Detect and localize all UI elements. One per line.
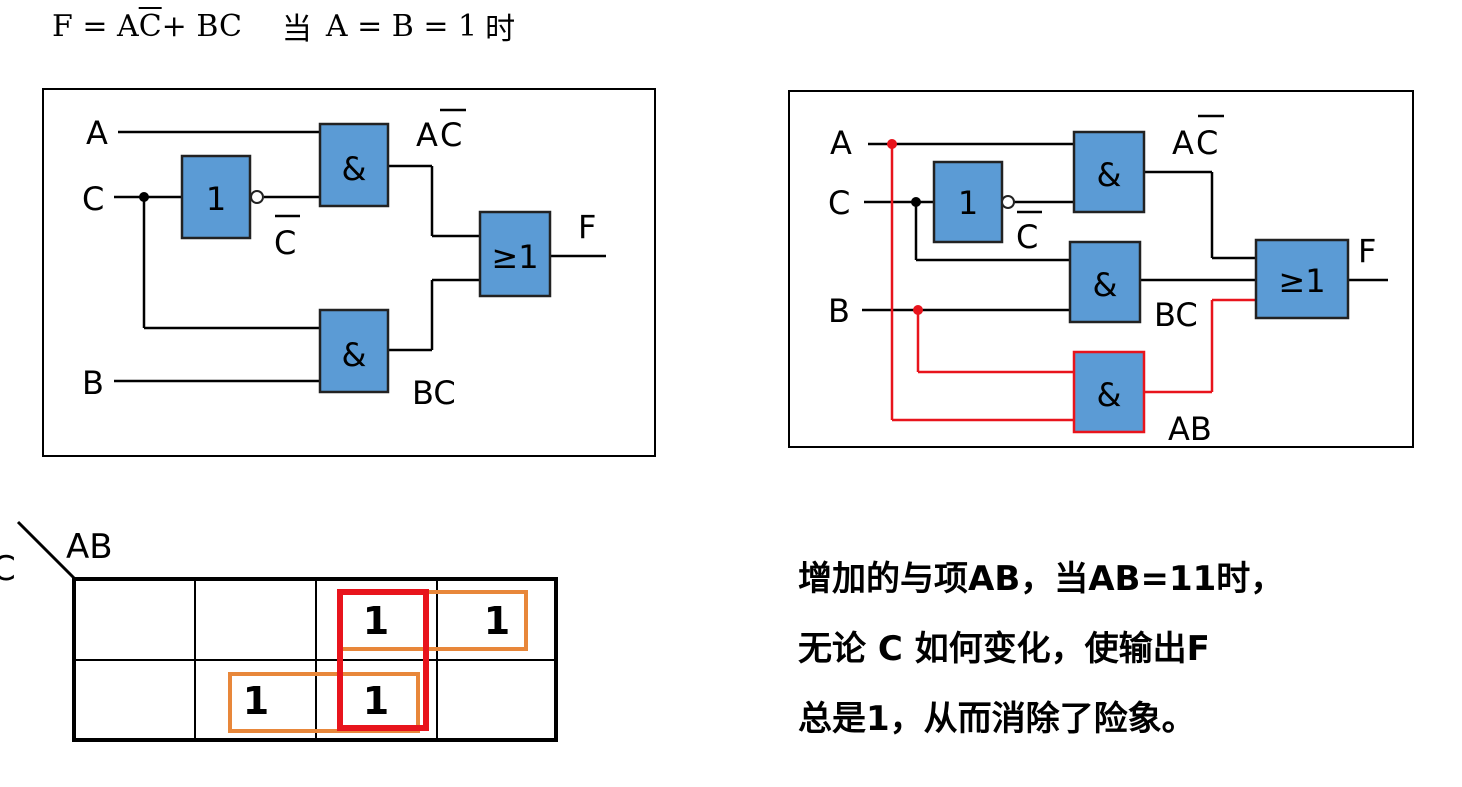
- and-gate-2: [318, 308, 390, 394]
- input-c-label: C: [82, 180, 104, 218]
- not-gate-label: 1: [958, 184, 978, 222]
- and-gate-3-label: &: [1097, 376, 1122, 414]
- or-gate-label: ≥1: [1278, 262, 1325, 300]
- output-f-label: F: [578, 208, 596, 246]
- input-a-label: A: [830, 124, 852, 162]
- explanation-line-2: 无论 C 如何变化，使输出F: [798, 629, 1210, 669]
- circuit-wires: [114, 130, 606, 383]
- explanation-line-3: 总是1，从而消除了险象。: [798, 699, 1196, 739]
- input-c-label: C: [828, 184, 850, 222]
- formula-when: 当: [281, 12, 312, 47]
- and-gate-1-label: &: [1097, 156, 1122, 194]
- formula-c-bar: C: [138, 8, 162, 44]
- explanation-line-1: 增加的与项AB，当AB=11时，: [798, 559, 1285, 599]
- kmap-cell: 1: [363, 679, 389, 723]
- formula-rhs: + BC: [161, 8, 242, 44]
- and1-output-c-label: C: [440, 116, 462, 154]
- circuit-original: A C B 1 & & ≥1 C A C BC F: [42, 88, 656, 457]
- kmap-group-bc: [228, 672, 420, 733]
- not-output-label: C: [1016, 218, 1038, 256]
- kmap-cell: 1: [243, 679, 269, 723]
- and-gate-1-label: &: [342, 150, 367, 188]
- input-b-label: B: [828, 292, 850, 330]
- and3-output-label: AB: [1168, 410, 1212, 448]
- junction-dot-b: [913, 305, 923, 315]
- karnaugh-map: C AB 1 1 1 1: [0, 520, 558, 742]
- added-ab-path: [890, 144, 1256, 422]
- or-gate-label: ≥1: [491, 238, 538, 276]
- and-gate-3: [1072, 350, 1146, 434]
- and1-output-a-label: A: [416, 116, 438, 154]
- and-gate-2-label: &: [1093, 266, 1118, 304]
- not-gate-label: 1: [206, 180, 226, 218]
- and-gate-2-label: &: [342, 336, 367, 374]
- kmap-cell: 1: [484, 599, 510, 643]
- kmap-diagonal: [16, 520, 78, 582]
- circuit-hazard-free: A C B 1 & & & ≥1 C A C BC AB F: [788, 90, 1414, 448]
- junction-dot-a: [887, 139, 897, 149]
- input-b-label: B: [82, 364, 104, 402]
- output-f-label: F: [1358, 232, 1376, 270]
- or-gate: [1254, 238, 1350, 320]
- inverter-bubble: [1001, 195, 1015, 209]
- not-gate: [932, 160, 1004, 244]
- kmap-group-ab: [337, 589, 429, 731]
- junction-dot-c: [911, 197, 921, 207]
- inverter-bubble: [250, 190, 264, 204]
- kmap-grid: [72, 577, 558, 742]
- not-output-label: C: [274, 224, 296, 262]
- or-gate: [478, 210, 552, 298]
- kmap-row-variable: C: [0, 549, 16, 589]
- not-gate: [180, 154, 252, 240]
- and1-output-c-label: C: [1196, 124, 1218, 162]
- formula-condition: A = B = 1: [325, 8, 478, 44]
- and2-output-label: BC: [1154, 296, 1198, 334]
- and2-output-label: BC: [412, 374, 456, 412]
- and-gate-2: [1068, 240, 1142, 324]
- formula-time: 时: [485, 12, 516, 47]
- kmap-cell: 1: [363, 599, 389, 643]
- and-gate-1: [1072, 130, 1146, 214]
- explanation: 增加的与项AB，当AB=11时， 无论 C 如何变化，使输出F 总是1，从而消除…: [798, 544, 1458, 754]
- kmap-column-variable: AB: [66, 527, 113, 567]
- input-a-label: A: [86, 114, 108, 152]
- junction-dot: [139, 192, 149, 202]
- formula-lhs: F = A: [52, 8, 139, 44]
- and1-output-a-label: A: [1172, 124, 1194, 162]
- circuit-wires: [862, 142, 1388, 312]
- and-gate-1: [318, 122, 390, 208]
